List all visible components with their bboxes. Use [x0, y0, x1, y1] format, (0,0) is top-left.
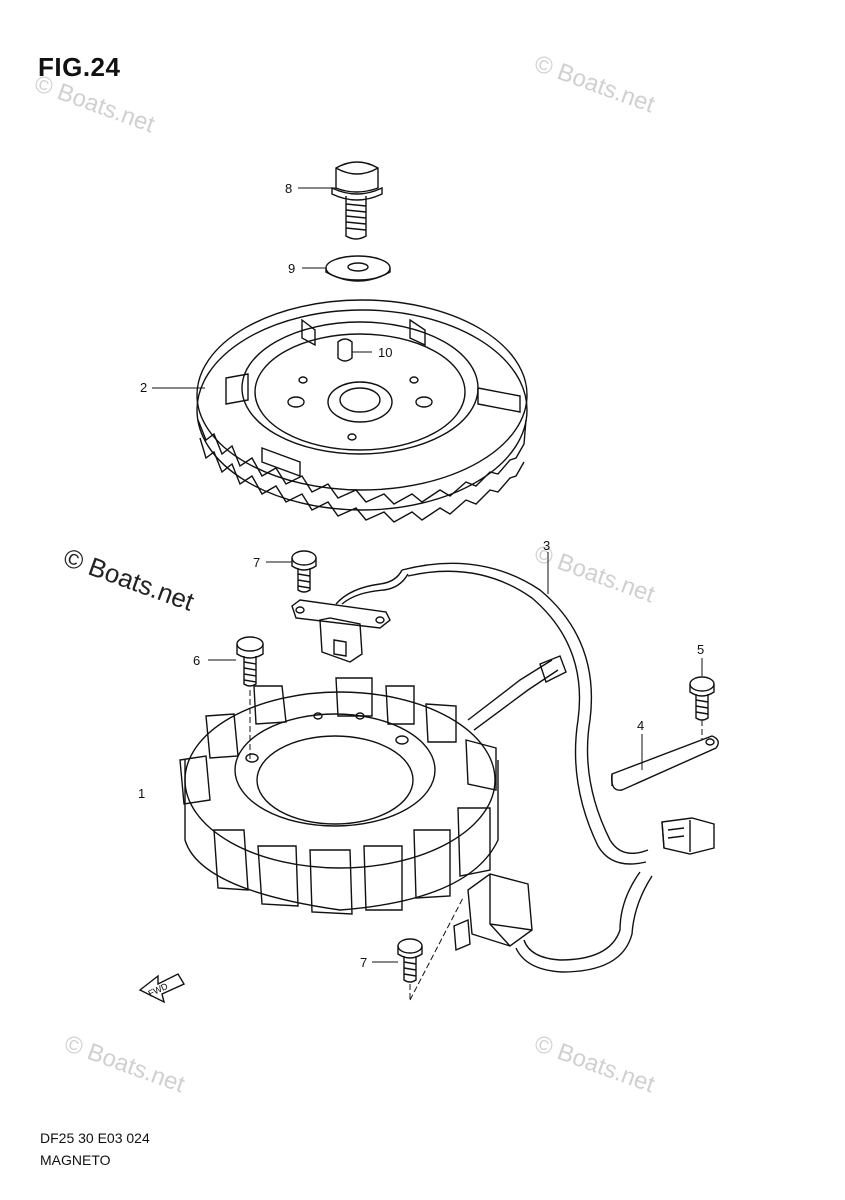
bolt-6-drawing: [236, 636, 264, 687]
clamp-4-drawing: [611, 735, 719, 791]
callout-7-lower: 7: [360, 955, 368, 970]
callout-5: 5: [697, 642, 705, 657]
callout-8: 8: [285, 181, 293, 196]
figure-code: DF25 30 E03 024: [40, 1130, 150, 1146]
harness-3-drawing: [401, 562, 715, 973]
flywheel-2-drawing: [196, 299, 528, 523]
screw-7-lower-drawing: [397, 938, 423, 983]
callout-1: 1: [138, 786, 146, 801]
figure-name: MAGNETO: [40, 1152, 111, 1168]
screw-7-upper-drawing: [291, 550, 317, 593]
figure-title: FIG.24: [38, 52, 121, 82]
bolt-8-drawing: [331, 161, 383, 240]
callout-10: 10: [378, 345, 393, 360]
leader-lines: [152, 187, 703, 1001]
bolt-5-drawing: [689, 676, 715, 721]
callout-4: 4: [637, 718, 645, 733]
callout-6: 6: [193, 653, 201, 668]
pulser-coil-drawing: [291, 569, 409, 663]
callout-9: 9: [288, 261, 296, 276]
stator-1-drawing: [179, 677, 499, 915]
washer-9-drawing: [325, 255, 391, 282]
callout-3: 3: [543, 538, 551, 553]
callout-7-upper: 7: [253, 555, 261, 570]
callout-2: 2: [140, 380, 148, 395]
forward-arrow-icon: [138, 973, 186, 1004]
